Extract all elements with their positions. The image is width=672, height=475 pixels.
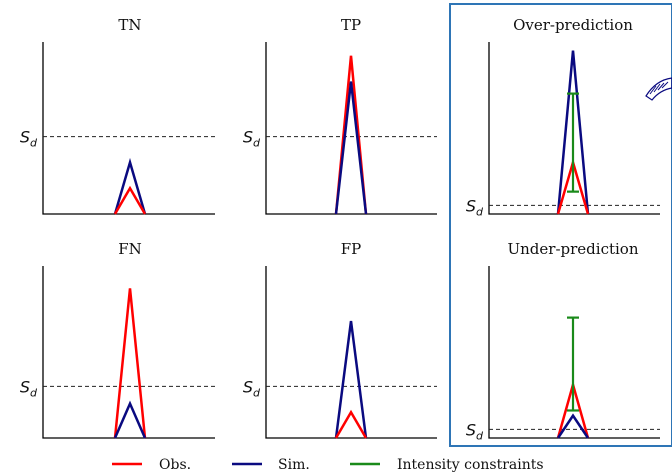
threshold-label: Sd	[20, 128, 38, 150]
simulated-peak	[334, 320, 368, 439]
axes	[42, 42, 215, 215]
axes	[488, 42, 660, 215]
threshold-label: Sd	[466, 196, 484, 218]
panel-tn: TN Sd	[20, 16, 215, 215]
panel-title: Under-prediction	[508, 240, 639, 258]
panel-tp: TP Sd	[243, 16, 437, 215]
observed-peak	[113, 288, 147, 439]
axes	[265, 266, 437, 439]
simulated-peak	[113, 157, 147, 215]
legend-sim-label: Sim.	[278, 457, 310, 473]
observed-peak	[334, 55, 368, 215]
threshold-label: Sd	[466, 420, 484, 442]
highlight-box	[449, 3, 672, 447]
simulated-peak	[113, 400, 147, 439]
panel-title: FN	[118, 240, 142, 258]
simulated-peak	[334, 81, 368, 215]
panel-title: FP	[341, 240, 362, 258]
threshold-label: Sd	[243, 128, 261, 150]
threshold-label: Sd	[243, 377, 261, 399]
simulated-peak	[556, 50, 590, 215]
legend: Obs. Sim. Intensity constraints	[112, 457, 544, 473]
observed-peak	[334, 409, 368, 439]
axes	[488, 266, 660, 439]
panel-title: Over-prediction	[513, 16, 633, 34]
axes	[42, 266, 215, 439]
observed-peak	[113, 185, 147, 215]
panel-title: TP	[341, 16, 361, 34]
legend-obs-label: Obs.	[159, 457, 191, 473]
panel-title: TN	[118, 16, 141, 34]
paperclip-icon	[645, 77, 672, 101]
simulated-peak	[556, 413, 590, 439]
axes	[265, 42, 437, 215]
legend-constraint-label: Intensity constraints	[397, 457, 544, 473]
panel-fn: FN Sd	[20, 240, 215, 439]
panels: TNSdTPSdOver-predictionSdFNSdFPSdUnder-p…	[20, 3, 672, 447]
panel-fp: FP Sd	[243, 240, 437, 439]
threshold-label: Sd	[20, 377, 38, 399]
